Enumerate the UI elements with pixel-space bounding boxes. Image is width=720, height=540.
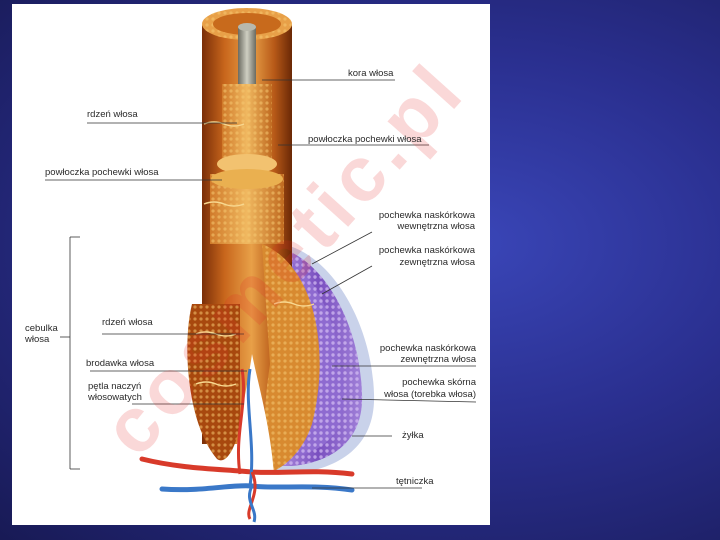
diagram-panel: cosmetic.pl kora włosa rdzeń włosa powło… [12, 4, 490, 525]
label-rdzen-wlosa-top: rdzeń włosa [87, 110, 138, 120]
label-brodawka: brodawka włosa [86, 359, 154, 369]
label-powloczka-right: powłoczka pochewki włosa [308, 135, 422, 145]
label-zylka: żyłka [402, 431, 424, 441]
label-rdzen-wlosa-mid: rdzeń włosa [102, 318, 153, 328]
label-pochewka-wewn-1: pochewka naskórkowa [372, 211, 475, 221]
label-pochewka-zewn-1: pochewka naskórkowa [372, 246, 475, 256]
label-kora-wlosa: kora włosa [348, 69, 393, 79]
label-pochewka-skorna-1: pochewka skórna [362, 378, 476, 388]
label-pochewka-zewn2-2: zewnętrzna włosa [362, 355, 476, 365]
label-pochewka-zewn-2: zewnętrzna włosa [372, 258, 475, 268]
label-petla-1: pętla naczyń [88, 382, 141, 392]
label-petla-2: włosowatych [88, 393, 142, 403]
label-pochewka-zewn2-1: pochewka naskórkowa [362, 344, 476, 354]
label-cebulka-2: włosa [25, 335, 49, 345]
label-tetniczka: tętniczka [396, 477, 434, 487]
label-powloczka-left: powłoczka pochewki włosa [45, 168, 159, 178]
label-pochewka-skorna-2: włosa (torebka włosa) [362, 390, 476, 400]
label-cebulka-1: cebulka [25, 324, 58, 334]
label-pochewka-wewn-2: wewnętrzna włosa [372, 222, 475, 232]
